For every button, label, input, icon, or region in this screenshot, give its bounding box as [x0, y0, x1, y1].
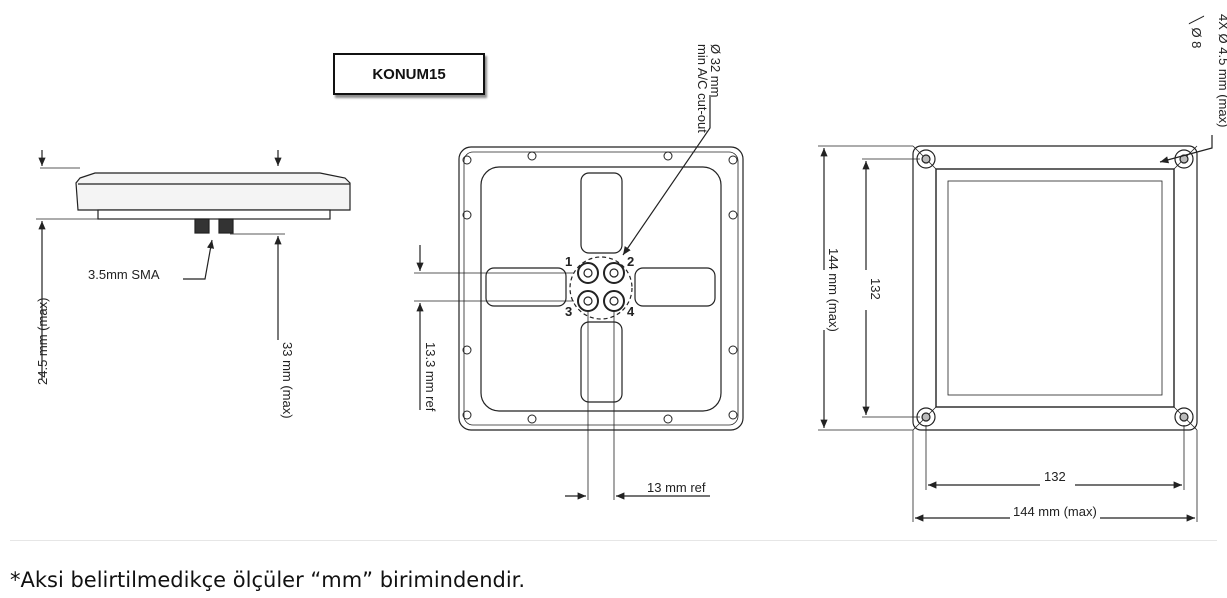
port-4-label: 4	[627, 304, 635, 319]
footnote: *Aksi belirtilmedikçe ölçüler “mm” birim…	[10, 568, 526, 592]
side-view	[36, 150, 351, 380]
port-2-label: 2	[627, 254, 634, 269]
back-height-inner-label: 132	[868, 278, 883, 300]
holes-label-line1: 4X Ø 4.5 mm (max)	[1216, 14, 1227, 127]
holes-label-line2: ╲ Ø 8	[1188, 15, 1205, 48]
title-box-label: KONUM15	[372, 65, 446, 83]
side-connector-height-label: 33 mm (max)	[280, 342, 295, 419]
title-box: KONUM15	[333, 53, 485, 95]
port-3-label: 3	[565, 304, 572, 319]
back-width-inner-label: 132	[1044, 469, 1066, 484]
front-view	[414, 95, 744, 500]
separator-line	[10, 540, 1217, 541]
horizontal-ref-label: 13 mm ref	[647, 480, 706, 495]
cutout-label-line1: Ø 32 mm	[708, 44, 723, 97]
side-total-height-label: 24.5 mm (max)	[35, 298, 50, 385]
port-1-label: 1	[565, 254, 572, 269]
vertical-ref-label: 13.3 mm ref	[423, 342, 438, 412]
back-view	[818, 135, 1213, 522]
back-width-max-label: 144 mm (max)	[1013, 504, 1097, 519]
sma-label: 3.5mm SMA	[88, 267, 160, 282]
cutout-label-line2: min A/C cut-out	[695, 44, 710, 133]
back-height-max-label: 144 mm (max)	[826, 248, 841, 332]
